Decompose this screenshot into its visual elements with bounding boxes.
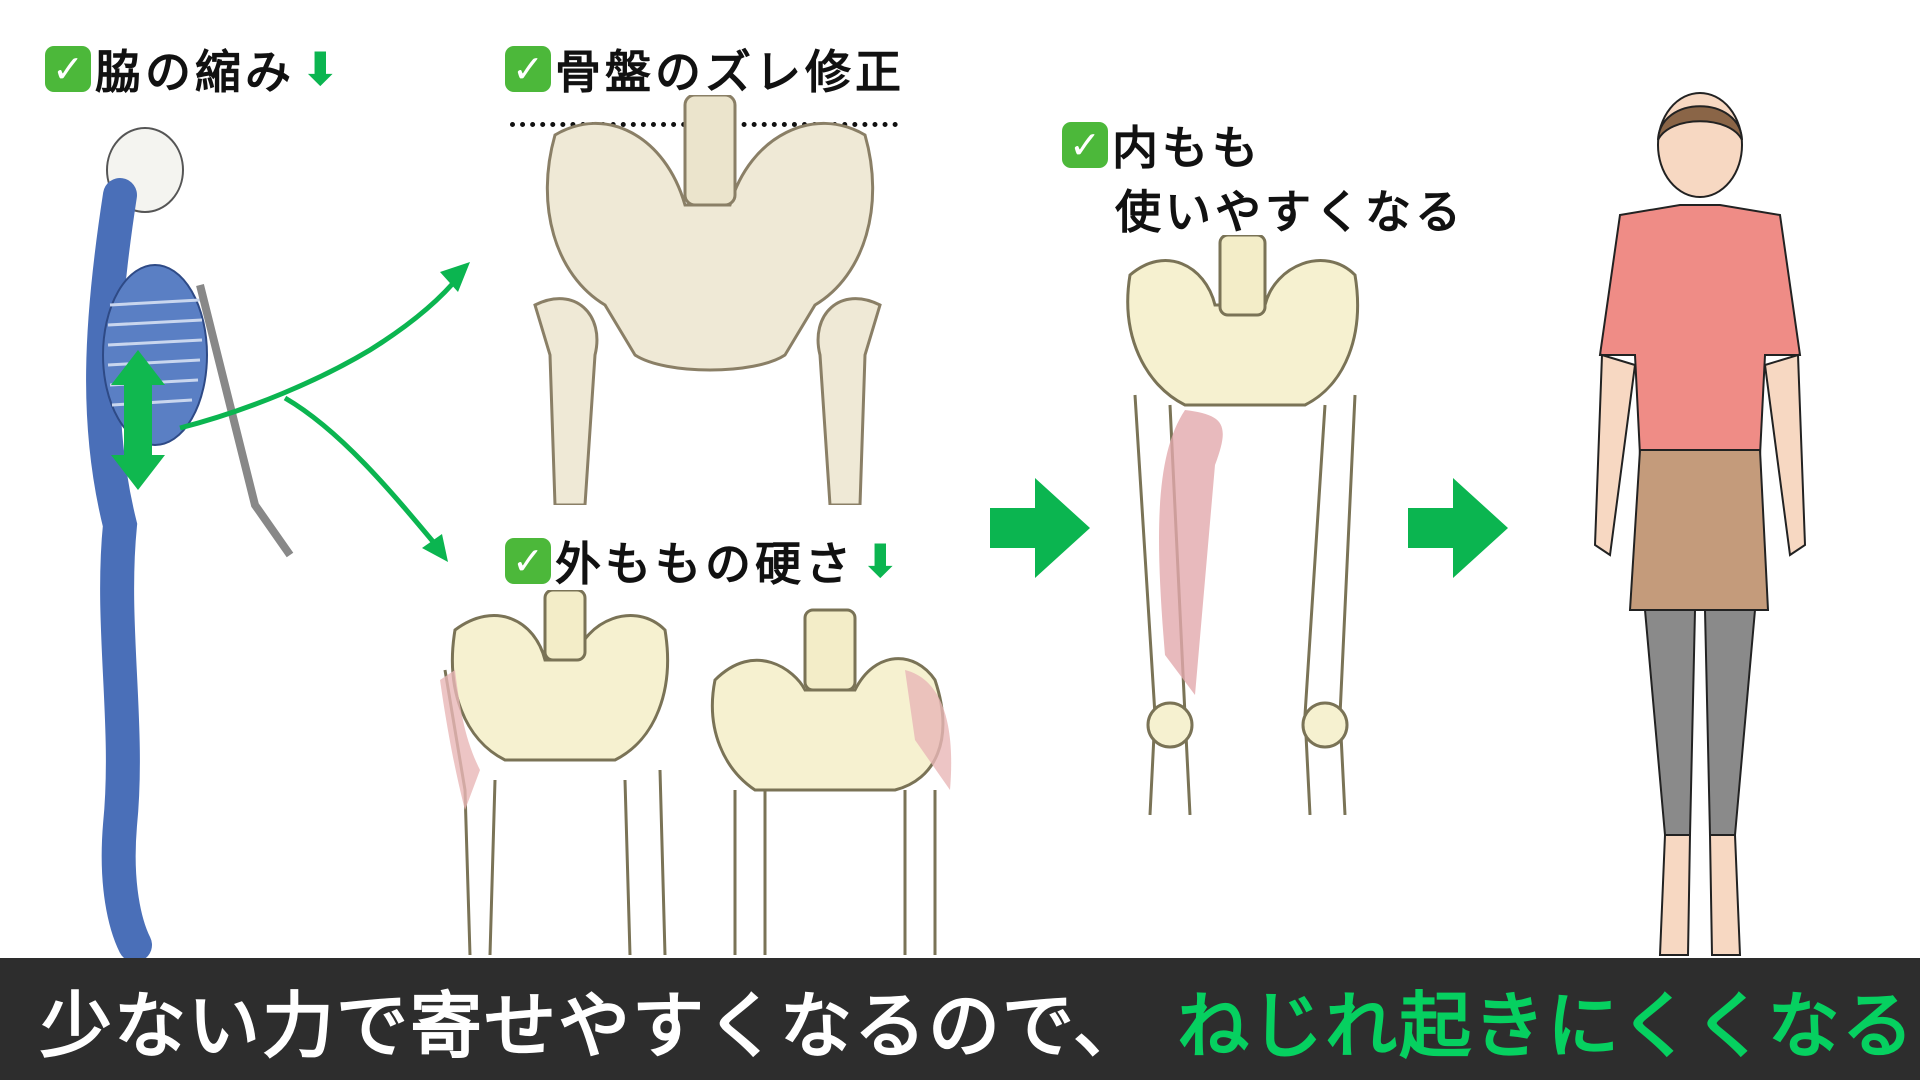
check-icon: ✓ [45, 46, 91, 92]
footer-caption: 少ない力で寄せやすくなるので、 ねじれ起きにくくなる [0, 958, 1920, 1080]
inner-thigh-illustration [1126, 235, 1360, 815]
caption-highlight: ねじれ起きにくくなる [1177, 983, 1916, 1068]
label-inner-thigh: ✓ 内もも [1062, 112, 1262, 178]
arrow-right-icon [1408, 478, 1508, 578]
check-icon: ✓ [1062, 122, 1108, 168]
check-icon: ✓ [505, 46, 551, 92]
pelvis-illustration [533, 95, 882, 505]
label-inner-thigh-2: 使いやすくなる [1115, 176, 1465, 242]
woman-illustration [1593, 92, 1807, 956]
label-side-shrink: ✓ 脇の縮み ⬇ [45, 36, 344, 102]
label-text: 骨盤のズレ修正 [555, 45, 905, 99]
arrow-right-icon [990, 478, 1090, 578]
label-text: 外ももの硬さ [555, 537, 855, 591]
label-text: 使いやすくなる [1115, 185, 1465, 239]
arrow-down-icon: ⬇ [301, 42, 344, 96]
skeleton-side-illustration [86, 127, 294, 962]
caption-main: 少ない力で寄せやすくなるので、 [40, 983, 1148, 1068]
label-text: 内もも [1112, 121, 1262, 175]
label-pelvis-fix: ✓ 骨盤のズレ修正 [505, 36, 905, 102]
check-icon: ✓ [505, 538, 551, 584]
outer-thigh-illustration [440, 590, 952, 955]
branch-arrows [179, 262, 470, 562]
label-text: 脇の縮み [95, 45, 295, 99]
label-outer-thigh: ✓ 外ももの硬さ ⬇ [505, 528, 904, 594]
arrow-down-icon: ⬇ [861, 534, 904, 588]
